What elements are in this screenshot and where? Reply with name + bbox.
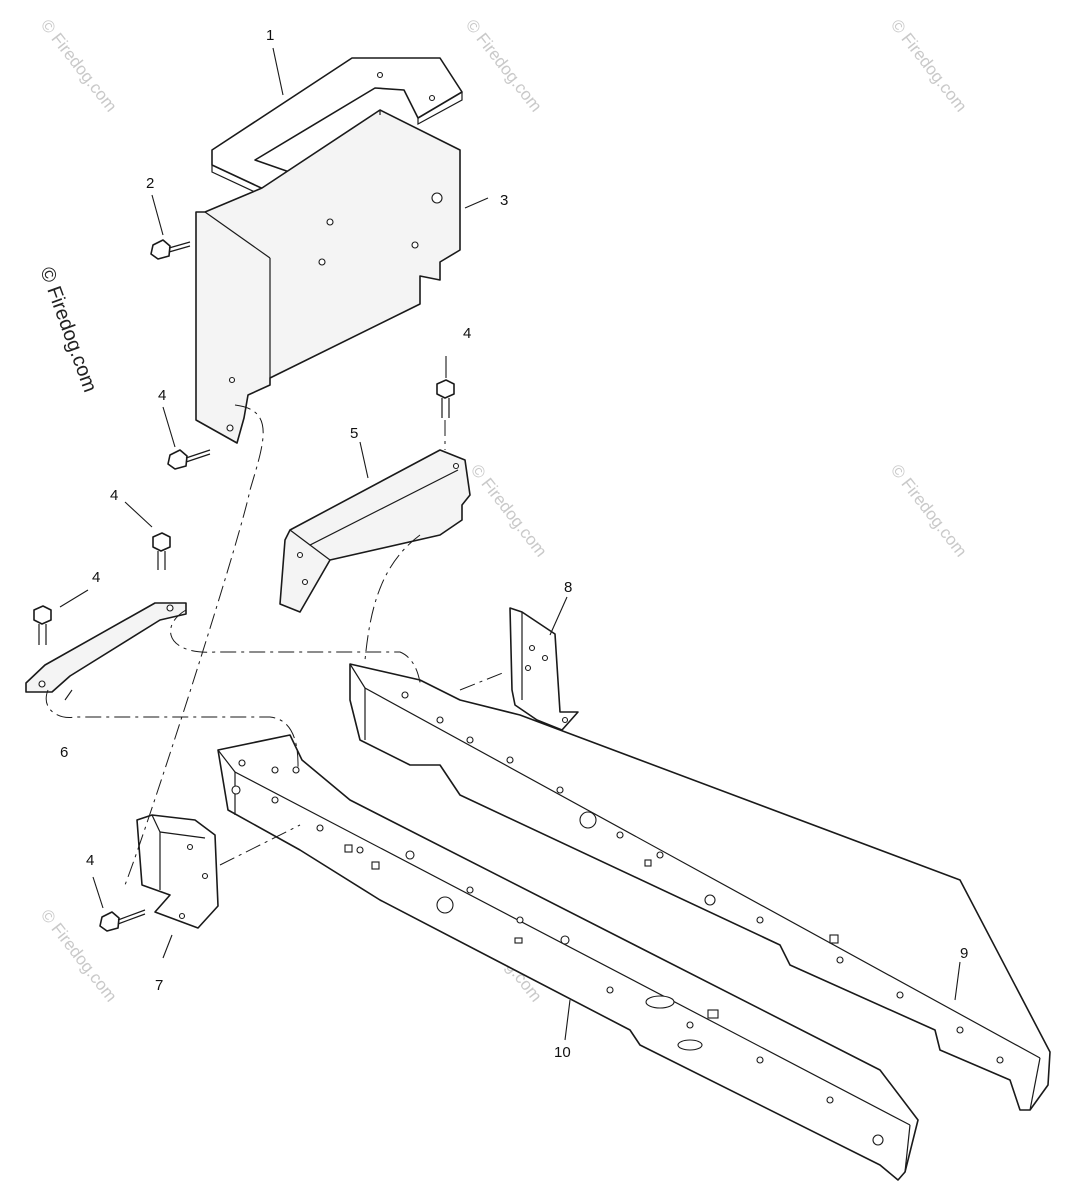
part-6-strap (25, 602, 187, 693)
callout-4-bottom: 4 (86, 852, 94, 869)
screws (33, 239, 455, 932)
callout-8: 8 (564, 579, 572, 596)
part-7-angle-bracket (136, 814, 219, 929)
callout-4-upper-left: 4 (158, 387, 166, 404)
screw-4-left-upper (167, 449, 211, 470)
callout-10: 10 (554, 1044, 571, 1061)
callout-4-center: 4 (463, 325, 471, 342)
callout-4-mid: 4 (110, 487, 118, 504)
callout-1: 1 (266, 27, 274, 44)
watermark-mid-center: © Firedog.com (467, 461, 551, 561)
screw-4-left-strap (33, 605, 52, 645)
callout-9: 9 (960, 945, 968, 962)
screw-2 (150, 239, 191, 260)
part-3-shroud-panel (195, 109, 461, 444)
part-8-angle-bracket (509, 607, 579, 731)
part-9-frame-rail-right (349, 663, 1051, 1111)
part-10-frame-rail-left (217, 734, 919, 1181)
screw-4-bottom (99, 909, 146, 932)
callout-3: 3 (500, 192, 508, 209)
callout-2: 2 (146, 175, 154, 192)
assembly-lines (45, 404, 506, 886)
callout-4-strap: 4 (92, 569, 100, 586)
leader-lines (59, 47, 961, 1041)
screw-4-center (436, 379, 455, 418)
watermark-main: © Firedog.com (35, 264, 101, 395)
callouts: 1 2 3 4 4 5 4 4 8 6 4 7 9 10 (60, 27, 968, 1061)
part-5-bracket (279, 449, 471, 613)
watermark-top-right: © Firedog.com (887, 16, 971, 116)
callout-7: 7 (155, 977, 163, 994)
callout-5: 5 (350, 425, 358, 442)
screw-4-mid (152, 532, 171, 570)
watermark-top-left: © Firedog.com (37, 16, 121, 116)
callout-6: 6 (60, 744, 68, 761)
watermark-top-center: © Firedog.com (462, 16, 546, 116)
watermark-mid-right: © Firedog.com (887, 461, 971, 561)
